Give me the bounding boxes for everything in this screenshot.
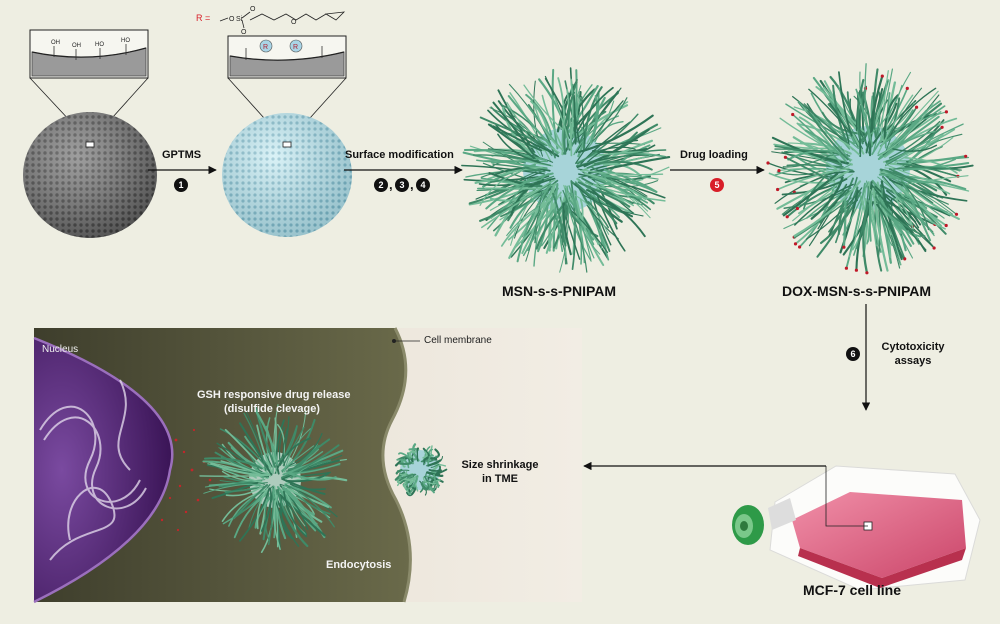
step2-badge: 2	[374, 178, 388, 192]
cell-culture-flask	[732, 465, 981, 591]
step6-label-line2: assays	[894, 355, 932, 367]
cell-uptake-panel	[33, 327, 582, 604]
product1-label: MSN-s-s-PNIPAM	[502, 283, 617, 299]
r-formula-label: R =	[196, 13, 210, 23]
shrinkage-label-line2: in TME	[481, 473, 519, 485]
step5-badge: 5	[710, 178, 724, 192]
shrunken-particle	[394, 443, 448, 497]
r-marker-1: R	[263, 44, 268, 51]
r-atom-o4: O	[291, 19, 297, 26]
released-polymer-chains	[199, 404, 348, 553]
surface-group-4: HO	[121, 38, 130, 44]
nucleus-label: Nucleus	[42, 344, 79, 355]
r-atom-o3: O	[241, 29, 247, 36]
step1-badge: 1	[174, 178, 188, 192]
step1-label: GPTMS	[162, 149, 202, 161]
endocytosis-label: Endocytosis	[326, 559, 392, 571]
step6-label-line1: Cytotoxicity	[881, 341, 945, 353]
step4-badge: 4	[416, 178, 430, 192]
gsh-label-line2: (disulfide clevage)	[224, 403, 320, 415]
r-marker-2: R	[293, 44, 298, 51]
gsh-label-line1: GSH responsive drug release	[197, 389, 351, 401]
surface-group-3: HO	[95, 42, 104, 48]
shrinkage-label-line1: Size shrinkage	[461, 459, 539, 471]
step6-badge: 6	[846, 347, 860, 361]
cell-membrane-label: Cell membrane	[424, 335, 492, 346]
r-group-structure	[219, 11, 346, 29]
msn-pnipam-particle	[461, 67, 671, 273]
step5-label: Drug loading	[680, 149, 748, 161]
step3-badge: 3	[395, 178, 409, 192]
bare-msn-sphere	[23, 112, 157, 238]
surface-group-2: OH	[72, 43, 81, 49]
step-separator-2: ,	[410, 177, 414, 192]
modified-msn-sphere	[222, 113, 352, 237]
r-atom-o2: O	[250, 6, 256, 13]
step2-label: Surface modification	[345, 149, 454, 161]
product2-label: DOX-MSN-s-s-PNIPAM	[782, 283, 932, 299]
zoom-inset-bare-surface	[29, 29, 149, 79]
r-atom-si: Si	[236, 16, 243, 23]
zoom-inset-modified-surface	[227, 35, 347, 79]
step-separator-1: ,	[389, 177, 393, 192]
cell-line-label: MCF-7 cell line	[803, 582, 902, 598]
surface-group-1: OH	[51, 40, 60, 46]
dox-msn-pnipam-particle	[766, 63, 974, 275]
r-atom-o1: O	[229, 16, 235, 23]
